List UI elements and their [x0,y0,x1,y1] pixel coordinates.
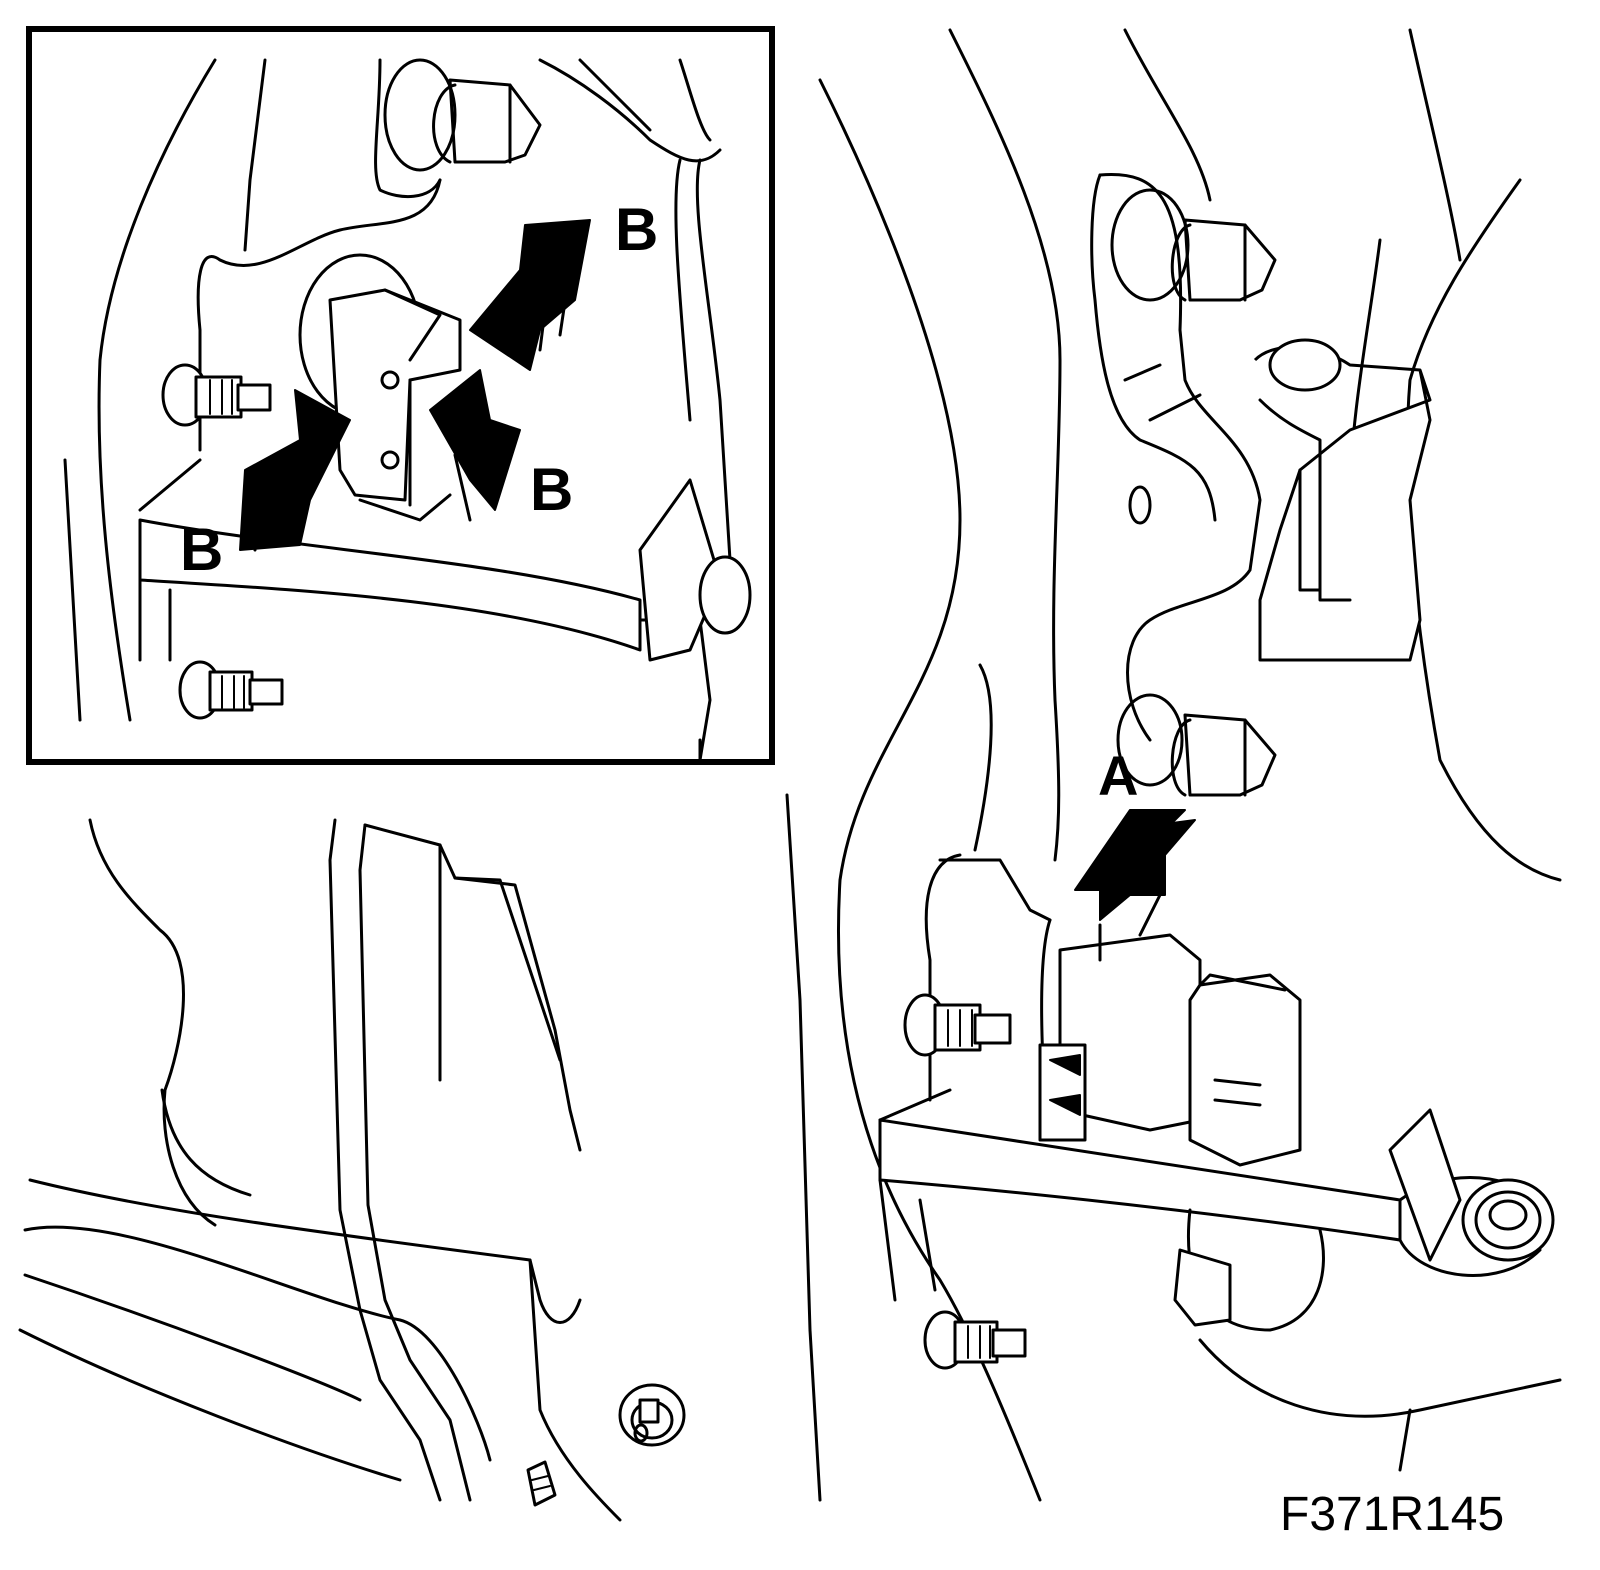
inset-hinge-bolt [383,58,542,172]
inset-detail: B B B [26,26,775,765]
upper-hinge [1253,338,1432,662]
callout-b-top-label: B [615,196,658,263]
door-check-strap [924,853,1302,1167]
inset-connector [298,253,462,522]
hinge-bolt-lower [1116,693,1277,797]
callout-a-label: A [1098,744,1138,807]
trim-clip [526,1460,557,1507]
arrow-b-top [469,219,591,371]
figure-id: F371R145 [1280,1488,1504,1541]
grommet-plug [618,1383,686,1447]
hinge-bolt-upper [1110,188,1277,302]
callout-b-left-label: B [180,516,223,583]
check-arm [878,1088,1562,1472]
door-panel-view: A F371R145 [18,28,1562,1541]
body-bolt-lower [923,1310,1027,1370]
inset-bolt-upper [161,363,272,427]
callout-b-right-label: B [530,456,573,523]
arrow-a [1074,809,1196,962]
body-bolt-upper [903,993,1012,1057]
arrow-b-right [429,369,521,522]
inset-bolt-lower [178,660,284,720]
arrow-b-left [239,389,351,552]
